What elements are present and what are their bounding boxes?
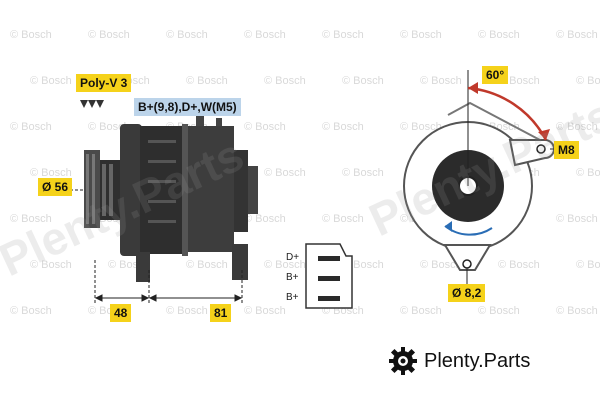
upper-bolt-hole	[536, 144, 546, 154]
watermark-text: © Bosch	[10, 213, 52, 225]
watermark-text: © Bosch	[244, 121, 286, 133]
upper-bolt-label: M8	[554, 141, 579, 159]
watermark-text: © Bosch	[322, 213, 364, 225]
watermark-text: © Bosch	[498, 75, 540, 87]
watermark-text: © Bosch	[30, 167, 72, 179]
watermark-text: © Bosch	[166, 305, 208, 317]
connector-pin-3	[318, 296, 340, 301]
watermark-text: © Bosch	[264, 167, 306, 179]
watermark-text: © Bosch	[10, 29, 52, 41]
watermark-text: © Bosch	[10, 121, 52, 133]
watermark-text: © Bosch	[576, 75, 600, 87]
angle-label: 60°	[482, 66, 509, 84]
connector-pin-label-1: D+	[286, 252, 300, 263]
lower-hole-label: Ø 8,2	[448, 284, 486, 302]
connector-pin-label-3: B+	[286, 292, 299, 303]
brand-logo[interactable]: Plenty.Parts	[388, 346, 530, 376]
watermark-text: © Bosch	[342, 167, 384, 179]
front-dimension-label: 48	[110, 304, 132, 322]
watermark-text: © Bosch	[244, 213, 286, 225]
connector-pin-1	[318, 256, 340, 261]
alternator-front-view	[403, 70, 555, 284]
watermark-text: © Bosch	[186, 259, 228, 271]
watermark-text: © Bosch	[576, 259, 600, 271]
watermark-text: © Bosch	[400, 305, 442, 317]
connector-pin-label-2: B+	[286, 272, 299, 283]
watermark-text: © Bosch	[556, 305, 598, 317]
watermark-text: © Bosch	[478, 305, 520, 317]
watermark-text: © Bosch	[400, 29, 442, 41]
watermark-text: © Bosch	[88, 29, 130, 41]
watermark-text: © Bosch	[556, 121, 598, 133]
angle-arrow	[467, 86, 548, 141]
watermark-text: © Bosch	[342, 75, 384, 87]
watermark-text: © Bosch	[400, 121, 442, 133]
watermark-text: © Bosch	[244, 29, 286, 41]
watermark-text: © Bosch	[556, 29, 598, 41]
watermark-text: © Bosch	[576, 167, 600, 179]
pulley	[84, 150, 120, 228]
watermark-text: © Bosch	[322, 29, 364, 41]
gear-logo-icon	[389, 347, 417, 375]
lower-mount-hole	[462, 259, 472, 269]
watermark-text: © Bosch	[498, 259, 540, 271]
watermark-text: © Bosch	[420, 75, 462, 87]
watermark-text: © Bosch	[30, 259, 72, 271]
alternator-body	[120, 116, 258, 282]
watermark-text: © Bosch	[30, 75, 72, 87]
brand-suffix: .Parts	[478, 349, 531, 372]
dimension-lines	[55, 189, 243, 305]
belt-label: Poly-V 3	[76, 74, 132, 92]
watermark-text: © Bosch	[10, 305, 52, 317]
alternator-side-view	[55, 100, 258, 305]
body-dimension-label: 81	[210, 304, 232, 322]
connector-diagram	[305, 243, 353, 309]
watermark-text: © Bosch	[264, 75, 306, 87]
watermark-text: © Bosch	[186, 75, 228, 87]
watermark-text: © Bosch	[322, 121, 364, 133]
pulley-diameter-label: Ø 56	[38, 178, 73, 196]
connector-pin-2	[318, 276, 340, 281]
brand-name: Plenty	[424, 349, 479, 372]
watermark-text: © Bosch	[556, 213, 598, 225]
terminals-label: B+(9,8),D+,W(M5)	[134, 98, 241, 116]
watermark-text: © Bosch	[478, 29, 520, 41]
poly-v-belt-icon	[80, 100, 104, 108]
watermark-text: © Bosch	[166, 29, 208, 41]
watermark-text: © Bosch	[88, 121, 130, 133]
watermark-text: © Bosch	[244, 305, 286, 317]
watermark-text: © Bosch	[264, 259, 306, 271]
watermark-text: © Bosch	[420, 259, 462, 271]
